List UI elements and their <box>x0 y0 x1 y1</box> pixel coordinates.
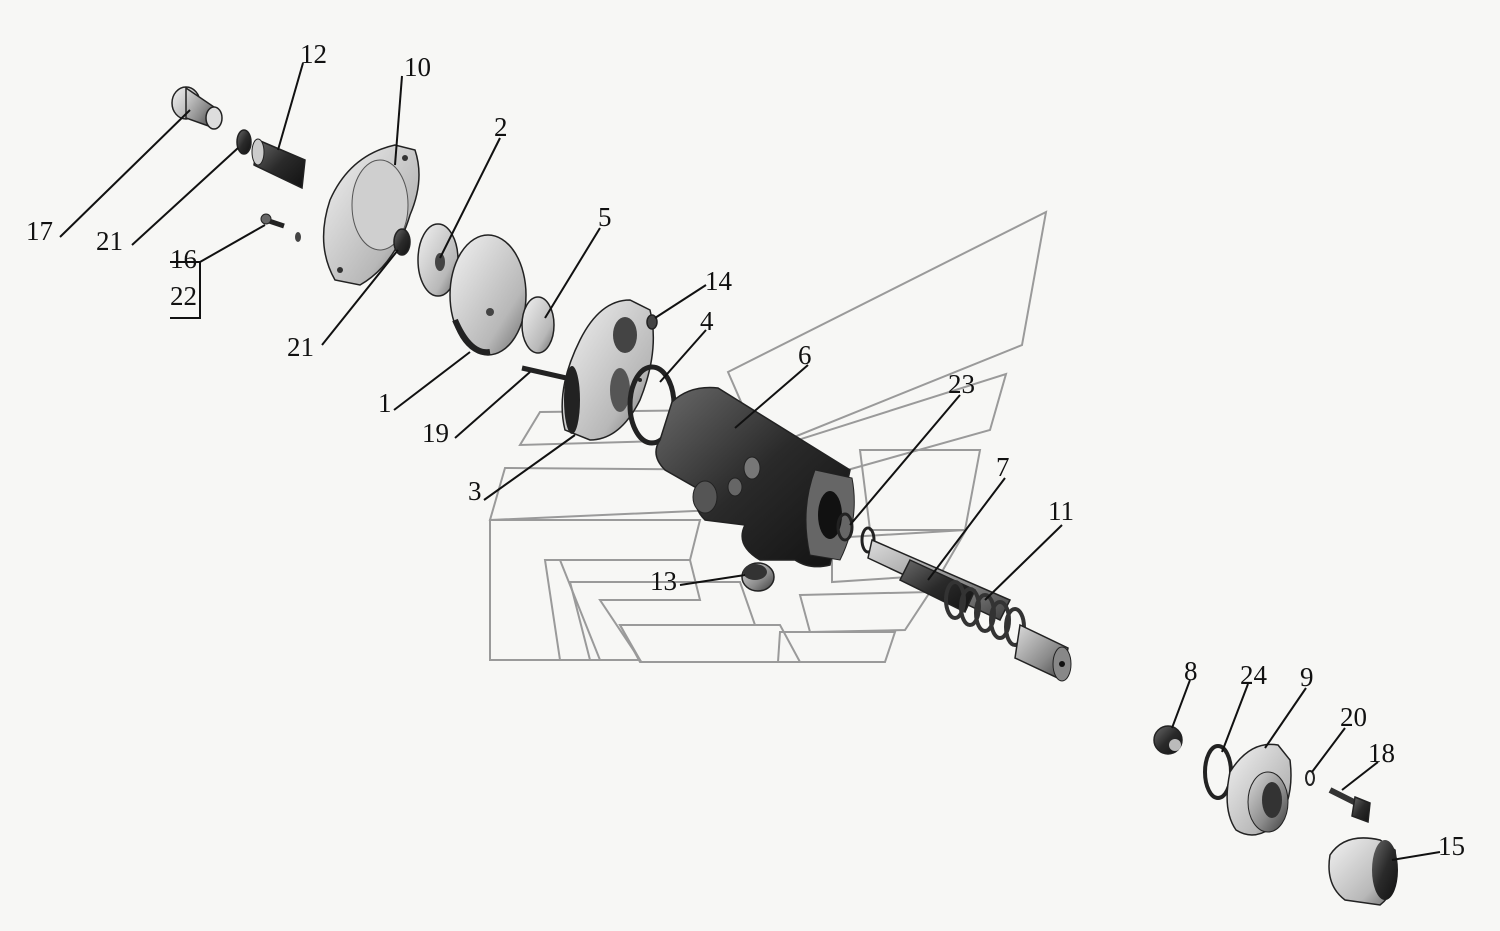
part-6-valve-body <box>655 386 855 568</box>
part-13-plug <box>741 562 775 592</box>
callout-10: 10 <box>404 52 431 82</box>
callout-15: 15 <box>1438 831 1465 861</box>
callout-2: 2 <box>494 112 508 142</box>
part-23-oring-a <box>836 512 854 542</box>
part-21-washer-lower <box>393 228 411 256</box>
callout-1: 1 <box>378 388 392 418</box>
part-21-washer-upper <box>236 129 252 155</box>
callout-21-upper: 21 <box>96 226 123 256</box>
part-8-valve <box>1153 725 1183 755</box>
part-14-fitting <box>646 314 658 330</box>
part-9-flange <box>1226 743 1292 836</box>
callout-8: 8 <box>1184 656 1198 686</box>
part-15-cap <box>1328 837 1398 906</box>
leader-lines <box>59 62 1441 861</box>
callout-4: 4 <box>700 306 714 336</box>
callout-24: 24 <box>1240 660 1268 690</box>
callout-14: 14 <box>705 266 733 296</box>
part-11-spring <box>944 580 1072 682</box>
callout-12: 12 <box>300 39 327 69</box>
part-10-cover <box>322 144 420 286</box>
part-22-washer <box>295 232 301 242</box>
callout-22: 22 <box>170 281 197 311</box>
callout-3: 3 <box>468 476 482 506</box>
callout-23: 23 <box>948 369 975 399</box>
callout-13: 13 <box>650 566 677 596</box>
part-20-washer <box>1305 770 1315 786</box>
callout-19: 19 <box>422 418 449 448</box>
callout-7: 7 <box>996 452 1010 482</box>
parts <box>171 86 1398 906</box>
callout-5: 5 <box>598 202 612 232</box>
callout-16: 16 <box>170 244 197 274</box>
callout-9: 9 <box>1300 662 1314 692</box>
part-5-washer <box>521 296 555 354</box>
part-7-piston-rod <box>867 538 1012 621</box>
callout-labels: 17 21 12 10 16 22 21 2 5 14 4 1 19 3 6 2… <box>26 39 1465 861</box>
callout-11: 11 <box>1048 496 1074 526</box>
callout-18: 18 <box>1368 738 1395 768</box>
part-12-sleeve <box>251 138 306 190</box>
part-16-screw <box>260 213 285 229</box>
part-23-oring-b <box>860 526 876 554</box>
callout-20: 20 <box>1340 702 1367 732</box>
callout-21-lower: 21 <box>287 332 314 362</box>
callout-17: 17 <box>26 216 53 246</box>
part-1-diaphragm <box>449 234 527 356</box>
part-18-bolt <box>1328 787 1371 824</box>
part-17-bolt <box>171 86 223 130</box>
callout-6: 6 <box>798 340 812 370</box>
